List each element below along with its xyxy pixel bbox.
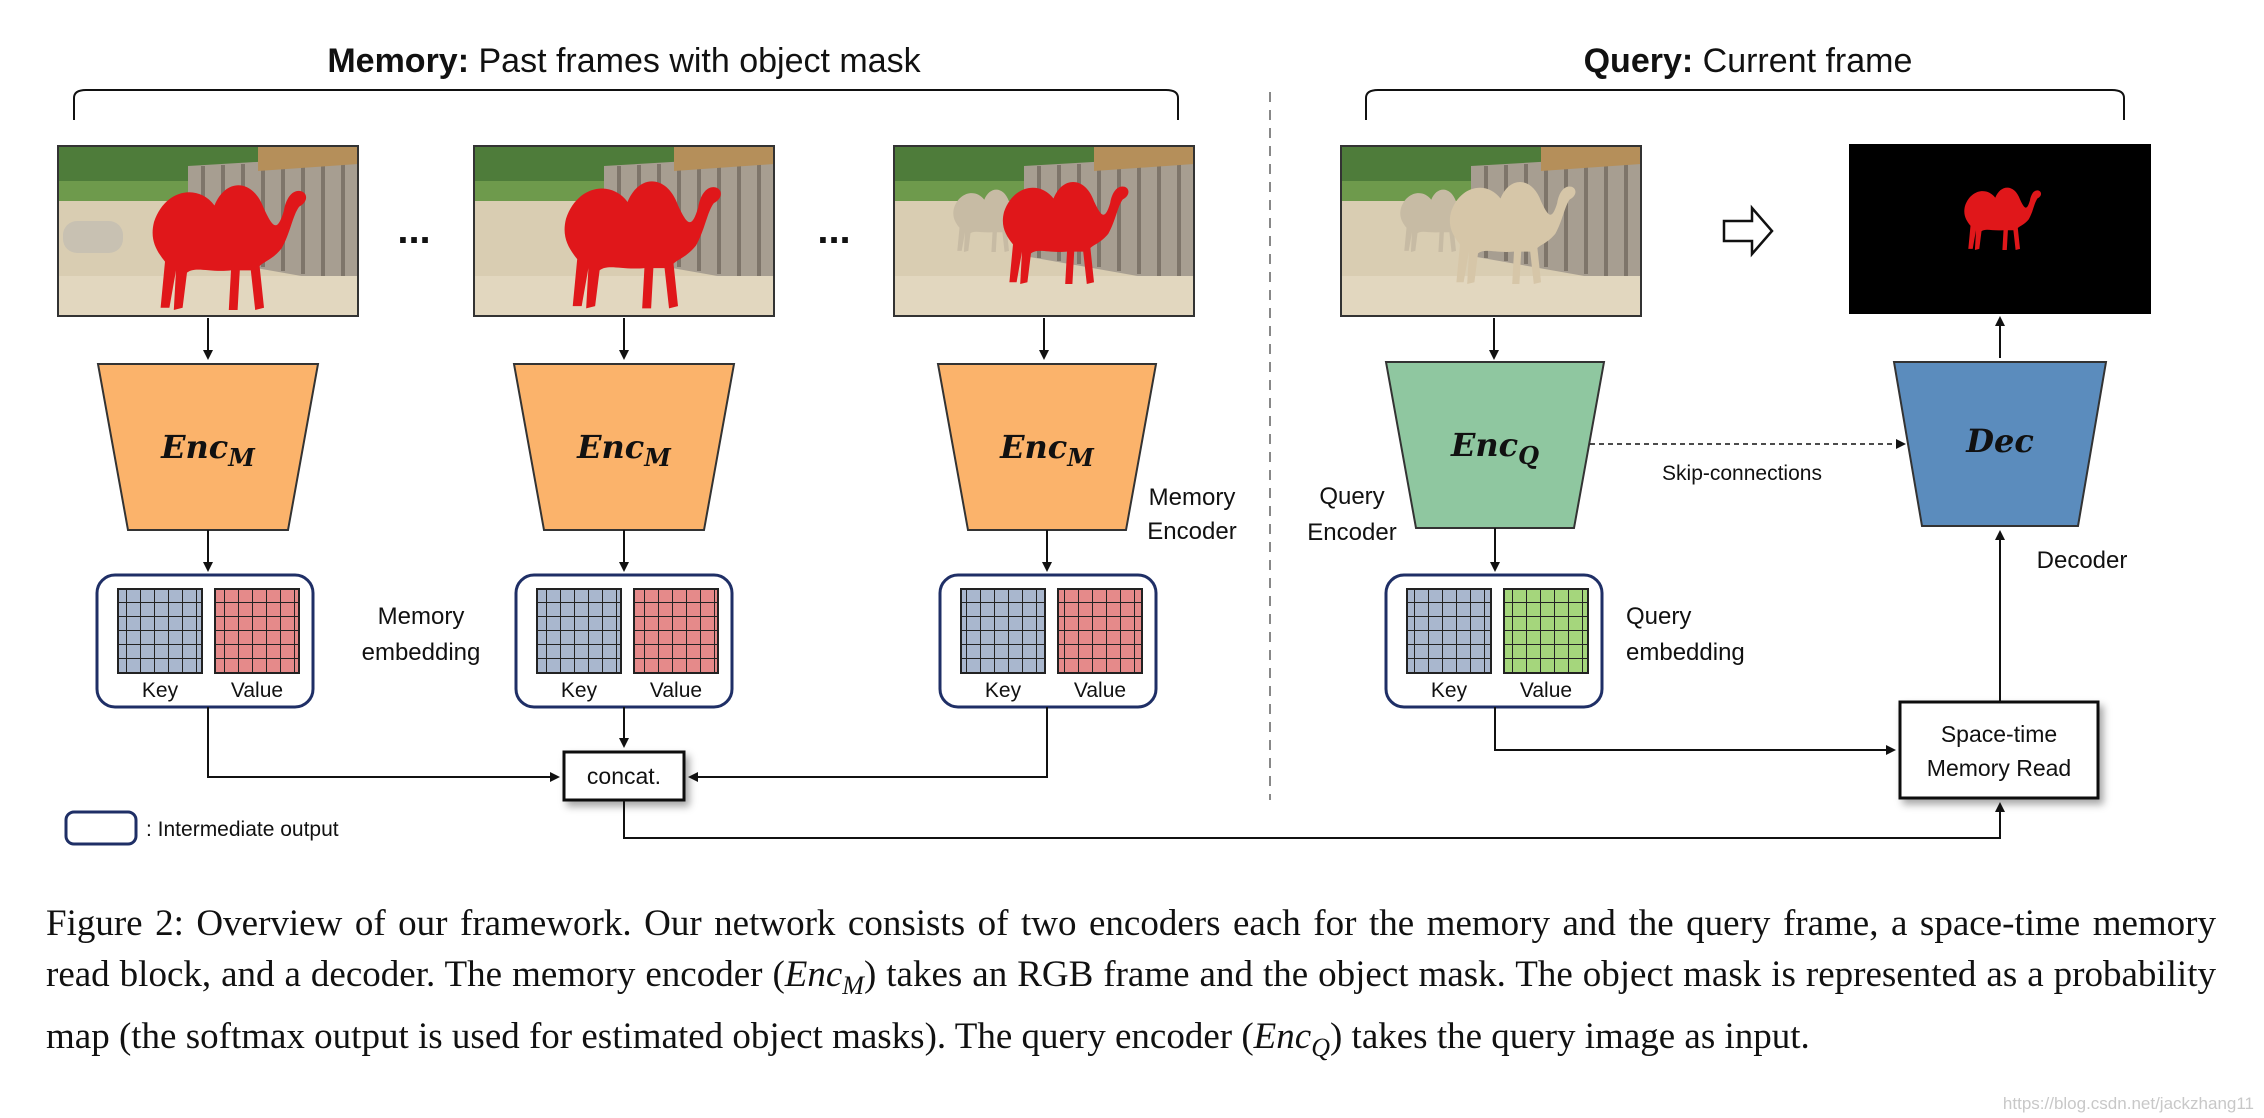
svg-text:EncQ: EncQ [1450,426,1539,470]
query-embedding-label-1: Query [1626,603,1691,630]
space-time-memory-read-block: Space-time Memory Read [1898,700,2100,800]
figure-caption: Figure 2: Overview of our framework. Our… [46,903,2216,1062]
query-bracket [1365,89,2125,120]
svg-text:EncM: EncM [160,428,256,472]
svg-text:concat.: concat. [587,763,661,789]
svg-text:: Intermediate output: : Intermediate output [146,818,339,841]
memory-embedding-label-1: Memory [378,603,465,630]
memory-frame-1 [56,144,360,318]
svg-text:Key: Key [142,679,179,702]
memory-header: Memory: Past frames with object mask [327,42,921,80]
svg-text:Memory Read: Memory Read [1927,755,2071,781]
svg-text:Dec: Dec [1965,422,2034,460]
memory-embedding-1: Key Value [95,573,315,709]
query-encoder-label-2: Encoder [1307,519,1396,546]
svg-text:Space-time: Space-time [1941,721,2057,747]
svg-text:Key: Key [985,679,1022,702]
svg-text:Value: Value [1074,679,1126,702]
output-mask [1849,144,2151,314]
ellipsis-1: ... [397,208,430,252]
svg-text:Value: Value [650,679,702,702]
query-encoder: EncQ [1384,361,1606,529]
legend: : Intermediate output [64,810,339,846]
watermark: https://blog.csdn.net/jackzhang11 [2002,1094,2254,1113]
memory-embedding-3: Key Value [938,573,1158,709]
query-encoder-label-1: Query [1319,483,1384,510]
memory-embedding-2: Key Value [514,573,734,709]
svg-text:EncM: EncM [576,428,672,472]
output-arrow-icon [1722,204,1774,258]
query-embedding-label-2: embedding [1626,639,1745,666]
memory-embedding-label-2: embedding [362,639,481,666]
concat-block: concat. [562,750,686,802]
ellipsis-2: ... [817,208,850,252]
svg-text:Value: Value [1520,679,1572,702]
query-embedding: Key Value [1384,573,1604,709]
skip-connection-label: Skip-connections [1662,462,1822,485]
memory-frame-3 [892,144,1196,318]
memory-encoder-label-2: Encoder [1147,518,1236,545]
decoder-label: Decoder [2037,547,2128,574]
memory-encoder-2: EncM [512,363,736,531]
query-header: Query: Current frame [1584,42,1913,80]
svg-text:Key: Key [561,679,598,702]
framework-diagram: Memory: Past frames with object mask Que… [56,42,2151,846]
memory-encoder-1: EncM [96,363,320,531]
decoder: Dec [1892,361,2108,527]
svg-text:EncM: EncM [999,428,1095,472]
query-frame [1339,144,1643,318]
memory-encoder-label-1: Memory [1149,484,1236,511]
svg-text:Value: Value [231,679,283,702]
svg-text:Key: Key [1431,679,1468,702]
memory-encoder-3: EncM [936,363,1158,531]
memory-bracket [73,89,1179,120]
memory-frame-2 [472,144,776,318]
